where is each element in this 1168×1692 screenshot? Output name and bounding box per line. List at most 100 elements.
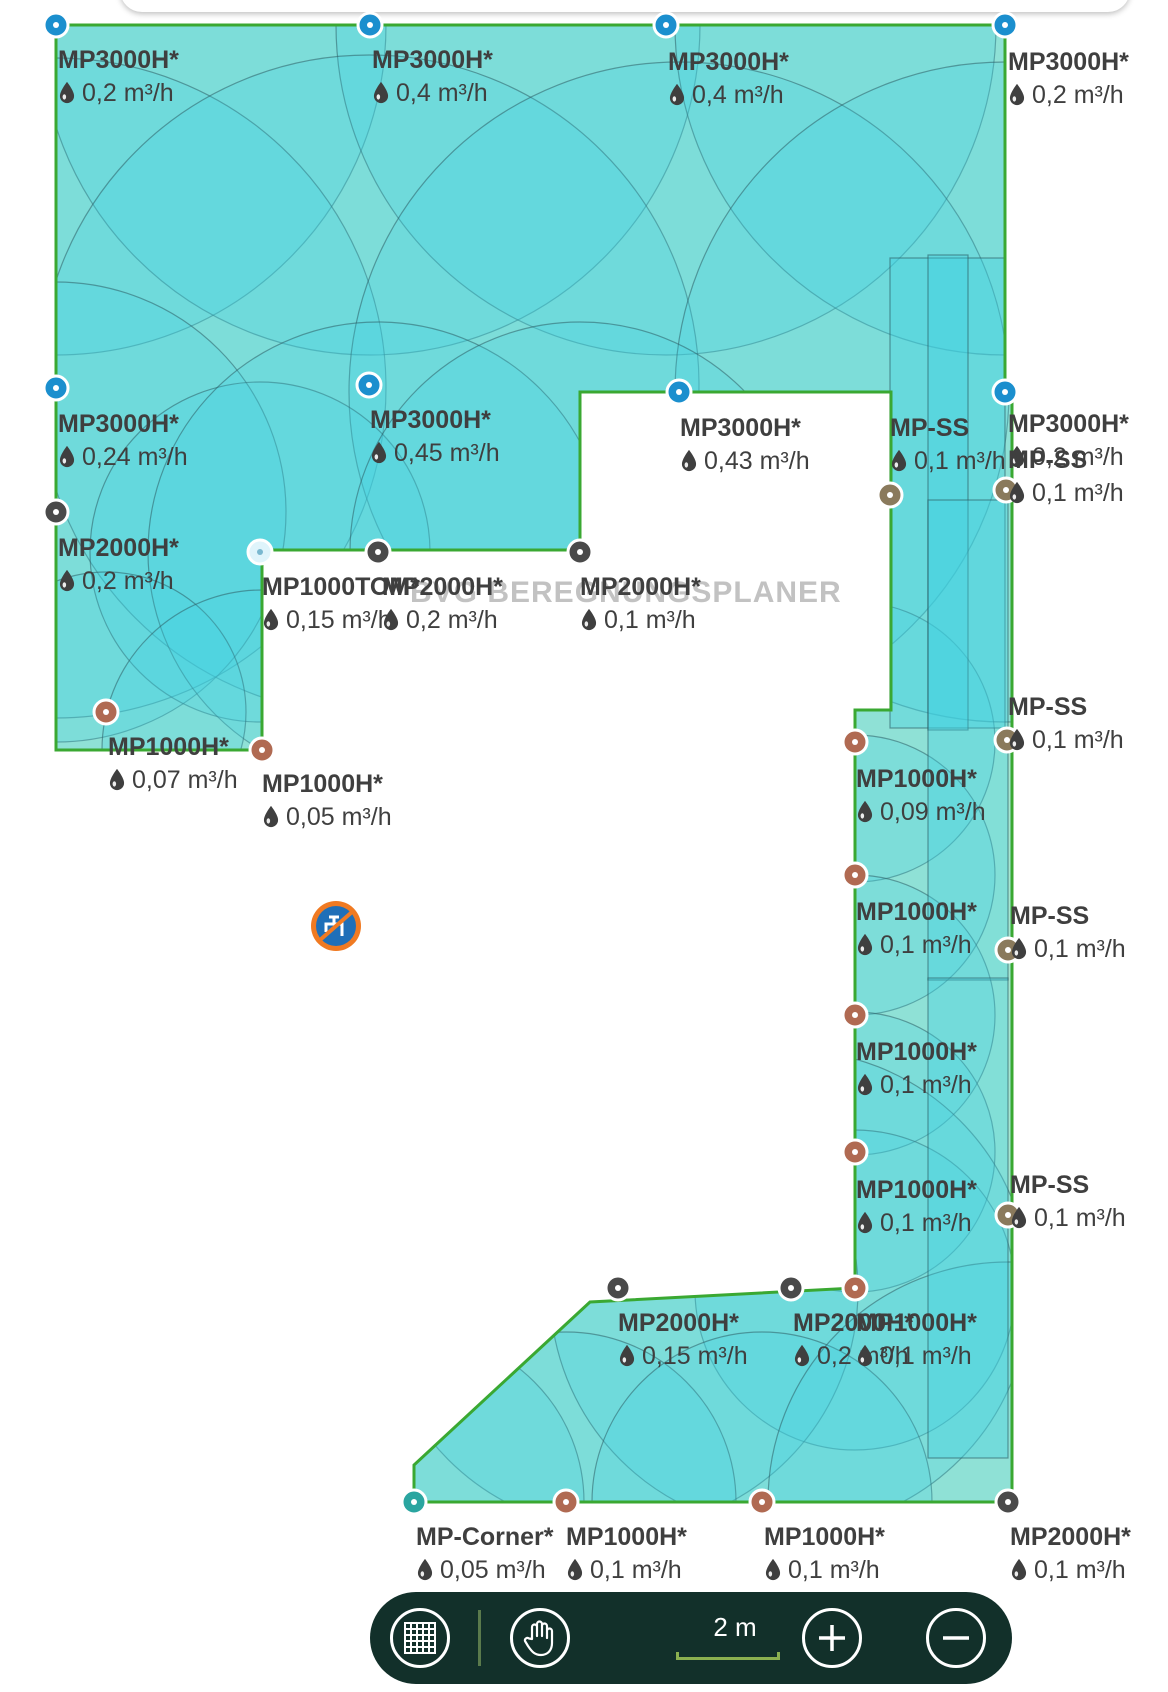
spray-arc [56,57,387,719]
plus-icon [819,1625,845,1651]
water-drop-icon [263,608,279,631]
lawn-area [56,25,1012,1502]
spray-arc [395,1331,737,1502]
sprinkler-marker[interactable] [42,374,70,402]
sprinkler-label: MP1000H* 0,1 m³/h [856,898,977,959]
sprinkler-marker[interactable] [991,378,1019,406]
toolbar-divider [478,1610,481,1666]
sprinkler-label: MP3000H* 0,24 m³/h [58,410,188,471]
sprinkler-marker[interactable] [841,861,869,889]
sprinkler-marker[interactable] [364,538,392,566]
sprinkler-model: MP1000H* [108,733,229,761]
sprinkler-flow: 0,09 m³/h [880,798,986,826]
sprinkler-flow: 0,1 m³/h [590,1556,682,1584]
sprinkler-marker[interactable] [991,11,1019,39]
sprinkler-marker[interactable] [876,481,904,509]
spray-arc [56,25,387,356]
sprinkler-label: MP2000H*0,1 m³/h [580,573,701,634]
water-drop-icon [417,1558,433,1581]
sprinkler-label: MP1000H*0,09 m³/h [856,765,986,826]
sprinkler-model: MP3000H* [1008,48,1129,76]
sprinkler-marker[interactable] [841,1138,869,1166]
sprinkler-marker[interactable] [552,1488,580,1516]
sprinkler-label: MP-SS 0,1 m³/h [1010,902,1126,963]
sprinkler-label: MP1000H*0,05 m³/h [262,770,392,831]
sprinkler-flow: 0,05 m³/h [440,1556,546,1584]
sprinkler-label: MP-SS0,1 m³/h [1010,1171,1126,1232]
sprinkler-model: MP1000H* [764,1523,885,1551]
sprinkler-markers[interactable] [42,11,1022,1516]
sprinkler-model: MP2000H* [382,573,503,601]
pan-button[interactable] [510,1608,570,1668]
sprinkler-model: MP-SS [1010,902,1089,930]
sprinkler-model: MP1000H* [262,770,383,798]
water-drop-icon [1011,1558,1027,1581]
sprinkler-marker[interactable] [42,11,70,39]
sprinkler-model: MP2000H* [58,534,179,562]
sprinkler-label: MP1000TOM*0,15 m³/h [262,573,420,634]
sprinkler-model: MP1000H* [856,898,977,926]
sprinkler-label: MP3000H*0,4 m³/h [668,48,789,109]
sprinkler-model: MP2000H* [793,1309,914,1337]
sprinkler-marker[interactable] [841,1001,869,1029]
sprinkler-marker[interactable] [566,538,594,566]
sprinkler-marker[interactable] [42,498,70,526]
zoom-in-button[interactable] [802,1608,862,1668]
sprinkler-marker[interactable] [92,698,120,726]
spray-arc [56,25,701,356]
zoom-out-button[interactable] [926,1608,986,1668]
sprinkler-flow: 0,15 m³/h [642,1342,748,1370]
sprinkler-model: MP3000H* [58,410,179,438]
sprinkler-flow: 0,24 m³/h [82,443,188,471]
water-drop-icon [263,805,279,828]
sprinkler-flow: 0,1 m³/h [1032,726,1124,754]
sprinkler-marker[interactable] [604,1274,632,1302]
hand-icon [523,1620,554,1657]
sprinkler-marker[interactable] [748,1488,776,1516]
sprinkler-label: MP2000H* 0,2 m³/h [58,534,179,595]
sprinkler-label: MP3000H*0,2 m³/h [1008,410,1129,471]
sprinkler-marker[interactable] [355,371,383,399]
sprinkler-label: MP2000H*0,2 m³/h [382,573,503,634]
sprinkler-marker[interactable] [665,378,693,406]
sprinkler-model: MP1000H* [566,1523,687,1551]
sprinkler-marker[interactable] [841,1274,869,1302]
sprinkler-flow: 0,1 m³/h [604,606,696,634]
sprinkler-flow: 0,4 m³/h [396,79,488,107]
sprinkler-label: MP-SS0,1 m³/h [1008,693,1124,754]
water-drop-icon [567,1558,583,1581]
water-drop-icon [109,768,125,791]
sprinkler-flow: 0,43 m³/h [704,447,810,475]
scale-label: 2 m [713,1612,757,1642]
sprinkler-label: MP1000H*0,1 m³/h [856,1038,977,1099]
sprinkler-model: MP1000H* [856,1176,977,1204]
sprinkler-label: MP1000H* 0,1 m³/h [856,1309,977,1370]
sprinkler-flow: 0,1 m³/h [880,1342,972,1370]
scale-bar [676,1652,780,1660]
sprinkler-model: MP-SS [890,414,969,442]
sprinkler-label: MP3000H*0,45 m³/h [370,406,500,467]
sprinkler-flow: 0,1 m³/h [1034,935,1126,963]
sprinkler-marker[interactable] [246,538,274,566]
sprinkler-marker[interactable] [652,11,680,39]
sprinkler-model: MP1000H* [856,1309,977,1337]
sprinkler-label: MP1000H*0,1 m³/h [764,1523,885,1584]
sprinkler-label: MP-SS0,1 m³/h [1008,446,1124,507]
sprinkler-flow: 0,1 m³/h [1034,1556,1126,1584]
grid-toggle-button[interactable] [390,1608,450,1668]
sprinkler-flow: 0,1 m³/h [880,931,972,959]
sprinkler-marker[interactable] [841,728,869,756]
sprinkler-model: MP2000H* [1010,1523,1131,1551]
sprinkler-label: MP-Corner*0,05 m³/h [416,1523,554,1584]
sprinkler-marker[interactable] [994,1488,1022,1516]
sprinkler-marker[interactable] [400,1488,428,1516]
sprinkler-model: MP3000H* [668,48,789,76]
sprinkler-marker[interactable] [777,1274,805,1302]
sprinkler-flow: 0,2 m³/h [1032,443,1124,471]
sprinkler-marker[interactable] [356,11,384,39]
water-source-marker[interactable] [311,901,361,951]
sprinkler-flow: 0,2 m³/h [82,567,174,595]
sprinkler-marker[interactable] [248,736,276,764]
